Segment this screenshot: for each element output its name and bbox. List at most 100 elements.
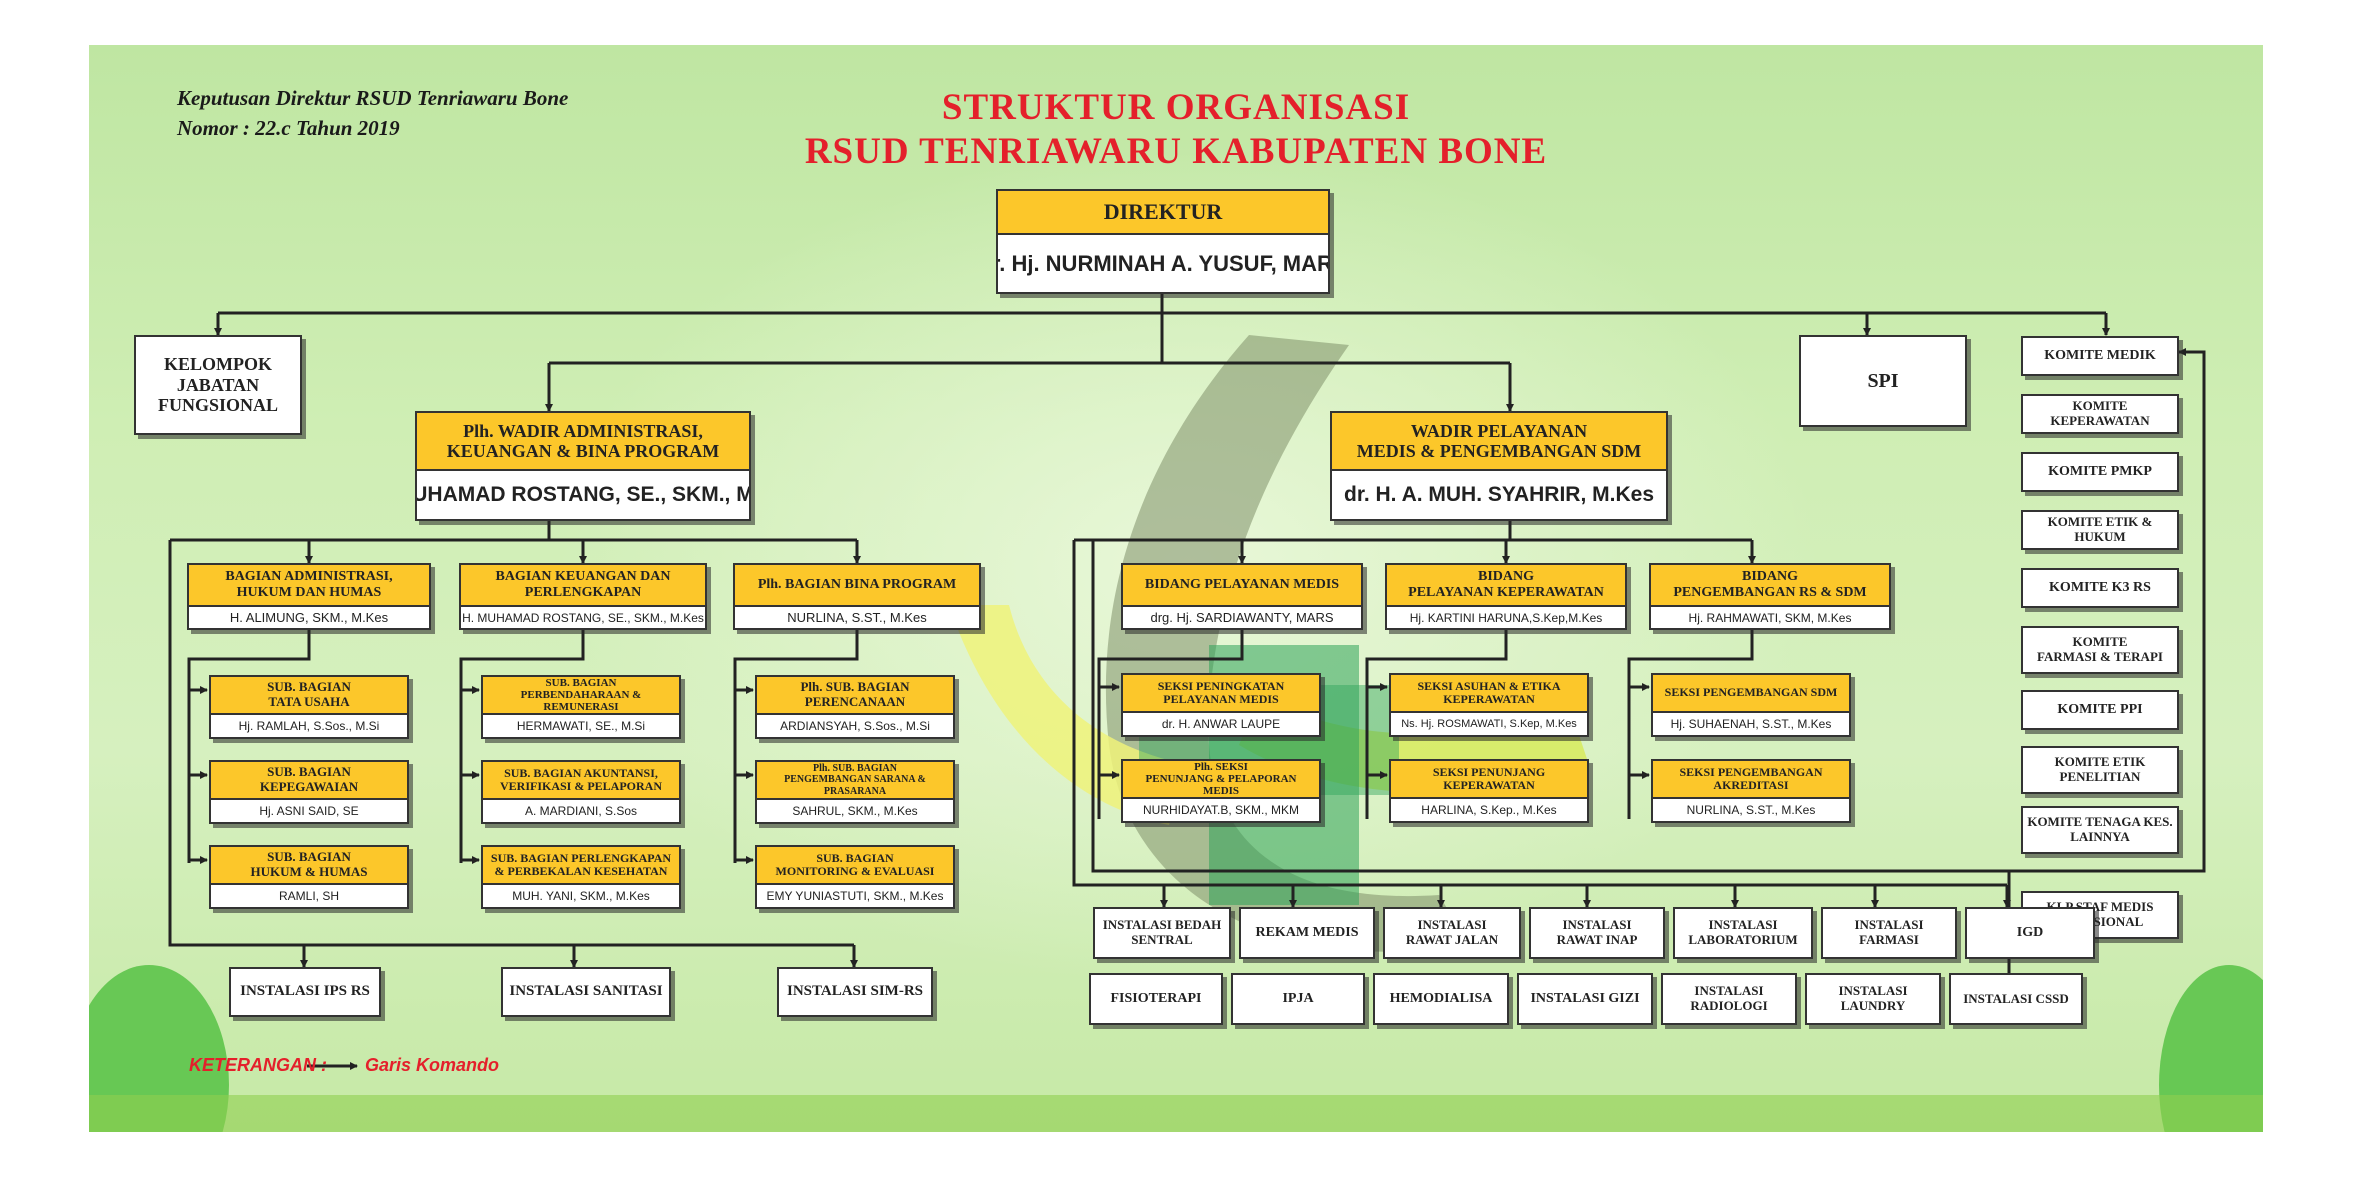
subbag-akuntansi-box: SUB. BAGIAN AKUNTANSI, VERIFIKASI & PELA… bbox=[481, 760, 681, 824]
bidang-pelayanan-medis-box: BIDANG PELAYANAN MEDIS drg. Hj. SARDIAWA… bbox=[1121, 563, 1363, 630]
subbag-sarana-prasarana-box: Plh. SUB. BAGIAN PENGEMBANGAN SARANA & P… bbox=[755, 760, 955, 824]
seksi-name: Ns. Hj. ROSMAWATI, S.Kep, M.Kes bbox=[1401, 718, 1577, 730]
wadir-admin-box: Plh. WADIR ADMINISTRASI, KEUANGAN & BINA… bbox=[415, 411, 751, 521]
komite-keperawatan-box: KOMITE KEPERAWATAN bbox=[2021, 394, 2179, 434]
subbag-tata-usaha-box: SUB. BAGIAN TATA USAHA Hj. RAMLAH, S.Sos… bbox=[209, 675, 409, 739]
bidang-title: BIDANG PELAYANAN MEDIS bbox=[1123, 565, 1361, 607]
subbag-hukum-humas-box: SUB. BAGIAN HUKUM & HUMAS RAMLI, SH bbox=[209, 845, 409, 909]
bidang-title: BIDANG PENGEMBANGAN RS & SDM bbox=[1651, 565, 1889, 607]
seksi-name: HARLINA, S.Kep., M.Kes bbox=[1421, 803, 1557, 817]
seksi-pengembangan-sdm-box: SEKSI PENGEMBANGAN SDM Hj. SUHAENAH, S.S… bbox=[1651, 673, 1851, 737]
bagian-title: BAGIAN KEUANGAN DAN PERLENGKAPAN bbox=[461, 565, 705, 607]
seksi-title: Plh. SEKSI PENUNJANG & PELAPORAN MEDIS bbox=[1123, 761, 1319, 799]
subbag-kepegawaian-box: SUB. BAGIAN KEPEGAWAIAN Hj. ASNI SAID, S… bbox=[209, 760, 409, 824]
bagian-name: H. MUHAMAD ROSTANG, SE., SKM., M.Kes bbox=[462, 610, 704, 625]
subbag-title: Plh. SUB. BAGIAN PERENCANAAN bbox=[757, 677, 953, 715]
komite-etik-hukum-box: KOMITE ETIK & HUKUM bbox=[2021, 510, 2179, 550]
subbag-name: ARDIANSYAH, S.Sos., M.Si bbox=[780, 719, 930, 733]
subbag-name: RAMLI, SH bbox=[278, 889, 339, 903]
subbag-title: SUB. BAGIAN KEPEGAWAIAN bbox=[211, 762, 407, 800]
subbag-monev-box: SUB. BAGIAN MONITORING & EVALUASI EMY YU… bbox=[755, 845, 955, 909]
bagian-bina-program-box: Plh. BAGIAN BINA PROGRAM NURLINA, S.ST.,… bbox=[733, 563, 981, 630]
chart-title-line-1: STRUKTUR ORGANISASI bbox=[941, 87, 1411, 128]
spi-box: SPI bbox=[1799, 335, 1967, 427]
subbag-title: SUB. BAGIAN HUKUM & HUMAS bbox=[211, 847, 407, 885]
subbag-name: Hj. ASNI SAID, SE bbox=[259, 804, 359, 818]
kelompok-jabatan-fungsional-box: KELOMPOK JABATAN FUNGSIONAL bbox=[134, 335, 302, 435]
subbag-perlengkapan-box: SUB. BAGIAN PERLENGKAPAN & PERBEKALAN KE… bbox=[481, 845, 681, 909]
komite-medik-box: KOMITE MEDIK bbox=[2021, 336, 2179, 376]
decree-line-2: Nomor : 22.c Tahun 2019 bbox=[177, 116, 400, 140]
komite-farmasi-terapi-box: KOMITE FARMASI & TERAPI bbox=[2021, 626, 2179, 674]
bidang-name: Hj. RAHMAWATI, SKM, M.Kes bbox=[1688, 610, 1852, 625]
komite-ppi-box: KOMITE PPI bbox=[2021, 690, 2179, 730]
seksi-penunjang-keperawatan-box: SEKSI PENUNJANG KEPERAWATAN HARLINA, S.K… bbox=[1389, 759, 1589, 823]
subbag-title: SUB. BAGIAN MONITORING & EVALUASI bbox=[757, 847, 953, 885]
subbag-perbendaharaan-box: SUB. BAGIAN PERBENDAHARAAN & REMUNERASI … bbox=[481, 675, 681, 739]
instalasi-cssd-box: INSTALASI CSSD bbox=[1949, 973, 2083, 1025]
bagian-name: H. ALIMUNG, SKM., M.Kes bbox=[229, 610, 389, 625]
seksi-name: Hj. SUHAENAH, S.ST., M.Kes bbox=[1670, 717, 1832, 731]
instalasi-farmasi-box: INSTALASI FARMASI bbox=[1821, 907, 1957, 959]
bagian-keuangan-box: BAGIAN KEUANGAN DAN PERLENGKAPAN H. MUHA… bbox=[459, 563, 707, 630]
direktur-name: dr. Hj. NURMINAH A. YUSUF, MARS bbox=[996, 250, 1330, 276]
komite-k3rs-box: KOMITE K3 RS bbox=[2021, 568, 2179, 608]
legend-text: Garis Komando bbox=[365, 1055, 500, 1075]
komite-tenaga-kes-box: KOMITE TENAGA KES. LAINNYA bbox=[2021, 806, 2179, 854]
seksi-title: SEKSI PENGEMBANGAN SDM bbox=[1653, 675, 1849, 713]
ipja-box: IPJA bbox=[1231, 973, 1365, 1025]
instalasi-sanitasi-box: INSTALASI SANITASI bbox=[501, 967, 671, 1017]
instalasi-rawat-jalan-box: INSTALASI RAWAT JALAN bbox=[1383, 907, 1521, 959]
subbag-title: SUB. BAGIAN TATA USAHA bbox=[211, 677, 407, 715]
instalasi-radiologi-box: INSTALASI RADIOLOGI bbox=[1661, 973, 1797, 1025]
seksi-title: SEKSI PENUNJANG KEPERAWATAN bbox=[1391, 761, 1587, 799]
legend-label: KETERANGAN : bbox=[189, 1055, 327, 1075]
seksi-title: SEKSI PENGEMBANGAN AKREDITASI bbox=[1653, 761, 1849, 799]
instalasi-ips-rs-box: INSTALASI IPS RS bbox=[229, 967, 381, 1017]
seksi-asuhan-keperawatan-box: SEKSI ASUHAN & ETIKA KEPERAWATAN Ns. Hj.… bbox=[1389, 673, 1589, 737]
instalasi-laboratorium-box: INSTALASI LABORATORIUM bbox=[1673, 907, 1813, 959]
subbag-perencanaan-box: Plh. SUB. BAGIAN PERENCANAAN ARDIANSYAH,… bbox=[755, 675, 955, 739]
rekam-medis-box: REKAM MEDIS bbox=[1239, 907, 1375, 959]
wadir-admin-name: H. MUHAMAD ROSTANG, SE., SKM., M.Kes bbox=[415, 483, 749, 506]
subbag-title: SUB. BAGIAN AKUNTANSI, VERIFIKASI & PELA… bbox=[483, 762, 679, 800]
seksi-pengembangan-akreditasi-box: SEKSI PENGEMBANGAN AKREDITASI NURLINA, S… bbox=[1651, 759, 1851, 823]
hemodialisa-box: HEMODIALISA bbox=[1373, 973, 1509, 1025]
seksi-peningkatan-medis-box: SEKSI PENINGKATAN PELAYANAN MEDIS dr. H.… bbox=[1121, 673, 1321, 737]
subbag-name: MUH. YANI, SKM., M.Kes bbox=[512, 889, 650, 903]
direktur-title: DIREKTUR bbox=[998, 191, 1328, 235]
wadir-pelayanan-box: WADIR PELAYANAN MEDIS & PENGEMBANGAN SDM… bbox=[1330, 411, 1668, 521]
org-chart-board: Keputusan Direktur RSUD Tenriawaru Bone … bbox=[89, 45, 2263, 1132]
bagian-title: BAGIAN ADMINISTRASI, HUKUM DAN HUMAS bbox=[189, 565, 429, 607]
seksi-title: SEKSI ASUHAN & ETIKA KEPERAWATAN bbox=[1391, 675, 1587, 713]
wadir-pelayanan-name: dr. H. A. MUH. SYAHRIR, M.Kes bbox=[1344, 483, 1654, 506]
instalasi-bedah-sentral-box: INSTALASI BEDAH SENTRAL bbox=[1093, 907, 1231, 959]
fisioterapi-box: FISIOTERAPI bbox=[1089, 973, 1223, 1025]
bidang-keperawatan-box: BIDANG PELAYANAN KEPERAWATAN Hj. KARTINI… bbox=[1385, 563, 1627, 630]
wadir-admin-title: Plh. WADIR ADMINISTRASI, KEUANGAN & BINA… bbox=[417, 413, 749, 471]
wadir-pelayanan-title: WADIR PELAYANAN MEDIS & PENGEMBANGAN SDM bbox=[1332, 413, 1666, 471]
seksi-title: SEKSI PENINGKATAN PELAYANAN MEDIS bbox=[1123, 675, 1319, 713]
igd-box: IGD bbox=[1965, 907, 2095, 959]
subbag-title: SUB. BAGIAN PERBENDAHARAAN & REMUNERASI bbox=[483, 677, 679, 715]
subbag-name: SAHRUL, SKM., M.Kes bbox=[792, 804, 918, 818]
seksi-name: NURHIDAYAT.B, SKM., MKM bbox=[1142, 803, 1299, 817]
instalasi-gizi-box: INSTALASI GIZI bbox=[1517, 973, 1653, 1025]
bidang-name: Hj. KARTINI HARUNA,S.Kep,M.Kes bbox=[1409, 610, 1603, 625]
subbag-title: Plh. SUB. BAGIAN PENGEMBANGAN SARANA & P… bbox=[757, 762, 953, 800]
subbag-name: HERMAWATI, SE., M.Si bbox=[516, 719, 646, 733]
subbag-name: A. MARDIANI, S.Sos bbox=[524, 804, 638, 818]
bagian-admin-hukum-humas-box: BAGIAN ADMINISTRASI, HUKUM DAN HUMAS H. … bbox=[187, 563, 431, 630]
seksi-name: dr. H. ANWAR LAUPE bbox=[1161, 717, 1281, 731]
chart-title-line-2: RSUD TENRIAWARU KABUPATEN BONE bbox=[804, 131, 1548, 172]
subbag-name: Hj. RAMLAH, S.Sos., M.Si bbox=[238, 719, 380, 733]
direktur-box: DIREKTUR dr. Hj. NURMINAH A. YUSUF, MARS bbox=[996, 189, 1330, 294]
bidang-title: BIDANG PELAYANAN KEPERAWATAN bbox=[1387, 565, 1625, 607]
command-lines bbox=[168, 294, 2206, 1070]
bagian-title: Plh. BAGIAN BINA PROGRAM bbox=[735, 565, 979, 607]
seksi-name: NURLINA, S.ST., M.Kes bbox=[1686, 803, 1816, 817]
bidang-pengembangan-box: BIDANG PENGEMBANGAN RS & SDM Hj. RAHMAWA… bbox=[1649, 563, 1891, 630]
komite-pmkp-box: KOMITE PMKP bbox=[2021, 452, 2179, 492]
subbag-title: SUB. BAGIAN PERLENGKAPAN & PERBEKALAN KE… bbox=[483, 847, 679, 885]
subbag-name: EMY YUNIASTUTI, SKM., M.Kes bbox=[766, 889, 944, 903]
